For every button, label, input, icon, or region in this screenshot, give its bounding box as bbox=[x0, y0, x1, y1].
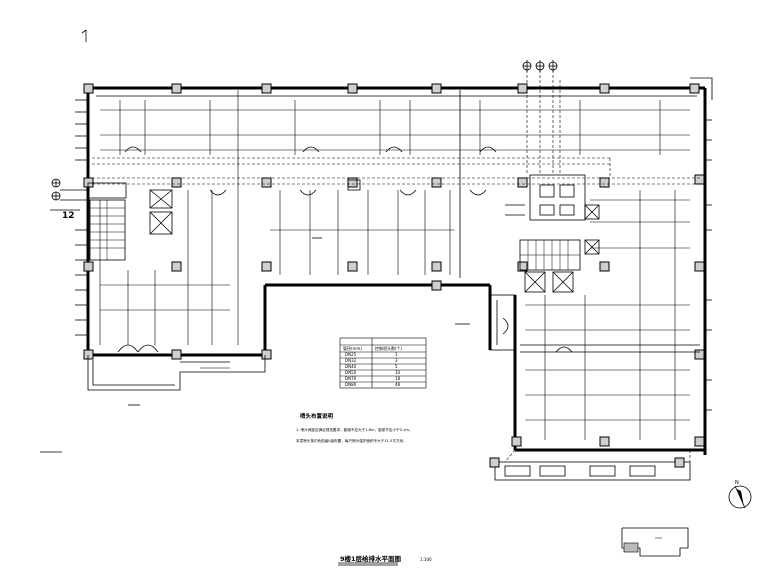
pipe-size-table: 管径(mm) 控制喷头数(个) DN25 1 DN32 3 DN40 5 DN5… bbox=[339, 337, 427, 389]
right-wall-ticks bbox=[690, 77, 713, 411]
note-line: 1. 喷头间距应满足规范要求，距墙不应大于1.8m，距梁不应小于0.1m。 bbox=[296, 427, 412, 432]
sprinkler-lines-east bbox=[520, 190, 700, 440]
table-header-size: 管径(mm) bbox=[343, 345, 362, 351]
title-block: 9楼1层给排水平面图 1:100 bbox=[338, 554, 432, 566]
doors bbox=[117, 146, 573, 353]
sprinkler-lines-main bbox=[99, 90, 455, 345]
south-entrance bbox=[87, 355, 266, 391]
corner-mark bbox=[81, 29, 87, 42]
left-riser-symbols: 12 bbox=[50, 178, 88, 221]
table-cell: DN50 bbox=[345, 370, 357, 375]
north-label: N bbox=[735, 480, 739, 486]
table-cell: 10 bbox=[395, 370, 401, 375]
key-plan bbox=[621, 527, 689, 557]
north-arrow: N bbox=[728, 480, 752, 509]
east-core bbox=[505, 174, 600, 293]
table-cell: 1 bbox=[395, 352, 398, 357]
table-cell: 18 bbox=[395, 376, 401, 381]
notes: 喷头布置说明 1. 喷头间距应满足规范要求，距墙不应大于1.8m，距梁不应小于0… bbox=[296, 412, 412, 443]
note-line: 本层喷头按中危险级II级布置，每只喷头保护面积不大于11.5平方米。 bbox=[296, 438, 407, 443]
east-lobby bbox=[489, 294, 516, 351]
riser-symbols bbox=[522, 60, 561, 175]
room-markers bbox=[40, 179, 470, 453]
table-cell: DN70 bbox=[345, 376, 357, 381]
corridor bbox=[92, 157, 700, 185]
drawing-scale: 1:100 bbox=[420, 557, 432, 562]
table-cell: DN40 bbox=[345, 364, 357, 369]
west-core bbox=[87, 182, 173, 261]
table-cell: DN80 bbox=[345, 382, 357, 387]
south-balconies bbox=[489, 449, 691, 481]
left-wall-ticks bbox=[75, 99, 88, 336]
notes-heading: 喷头布置说明 bbox=[300, 412, 334, 420]
table-cell: DN25 bbox=[345, 352, 357, 357]
riser-mark-label: 12 bbox=[62, 211, 75, 221]
table-cell: DN32 bbox=[345, 358, 357, 363]
sprinkler-lines-north bbox=[100, 100, 690, 155]
table-cell: 48 bbox=[395, 382, 401, 387]
table-header-count: 控制喷头数(个) bbox=[375, 345, 403, 351]
table-cell: 5 bbox=[395, 364, 398, 369]
drawing-title: 9楼1层给排水平面图 bbox=[340, 554, 402, 563]
columns bbox=[83, 83, 705, 447]
table-cell: 3 bbox=[395, 358, 398, 363]
